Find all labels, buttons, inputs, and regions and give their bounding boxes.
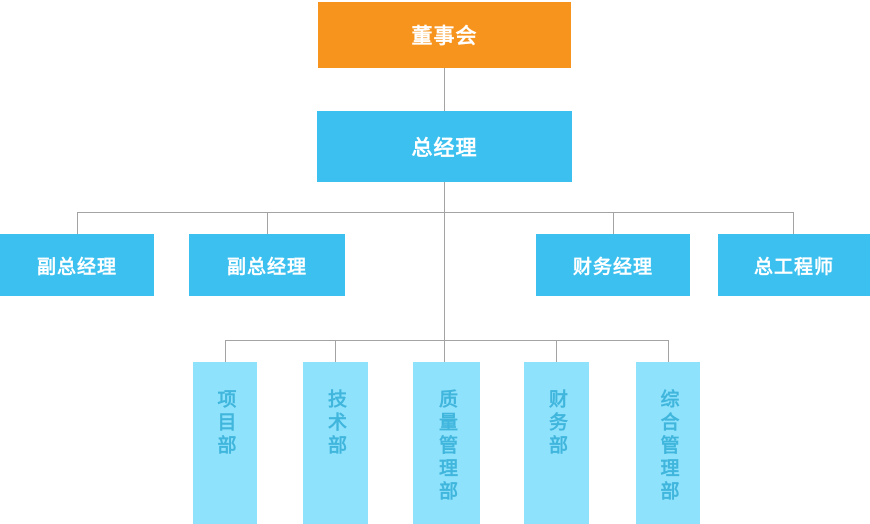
connector-drop-finance-manager <box>613 212 614 234</box>
org-node-chief-engineer: 总工程师 <box>718 234 870 296</box>
connector-managers-rail <box>77 212 794 213</box>
connector-drop-project-dept <box>225 340 226 362</box>
org-node-finance-dept-label: 财务部 <box>546 389 567 458</box>
org-node-general-manager: 总经理 <box>317 111 572 182</box>
org-node-general-admin-dept-label: 综合管理部 <box>657 389 679 504</box>
connector-drop-finance-dept <box>556 340 557 362</box>
org-node-technology-dept-label: 技术部 <box>325 389 346 458</box>
connector-departments-rail <box>225 340 668 341</box>
org-node-general-manager-label: 总经理 <box>411 136 478 160</box>
connector-drop-technology-dept <box>335 340 336 362</box>
connector-drop-chief-engineer <box>793 212 794 234</box>
org-node-quality-management-dept-label: 质量管理部 <box>436 389 457 504</box>
org-node-board: 董事会 <box>318 2 571 68</box>
connector-drop-general-admin-dept <box>668 340 669 362</box>
org-node-project-dept-label: 项目部 <box>214 389 236 458</box>
connector-gm-trunk <box>444 182 445 362</box>
org-node-deputy-gm-2: 副总经理 <box>189 234 345 296</box>
org-node-project-dept: 项目部 <box>193 362 257 524</box>
org-node-finance-dept: 财务部 <box>524 362 589 524</box>
org-node-finance-manager: 财务经理 <box>536 234 690 296</box>
org-node-board-label: 董事会 <box>411 25 478 48</box>
org-node-deputy-gm-1: 副总经理 <box>0 234 154 296</box>
org-node-general-admin-dept: 综合管理部 <box>636 362 700 524</box>
org-node-chief-engineer-label: 总工程师 <box>753 256 834 278</box>
org-node-finance-manager-label: 财务经理 <box>572 256 653 278</box>
org-node-deputy-gm-1-label: 副总经理 <box>36 256 117 278</box>
connector-board-gm <box>444 68 445 111</box>
org-node-quality-management-dept: 质量管理部 <box>413 362 480 524</box>
connector-drop-deputy-gm-2 <box>267 212 268 234</box>
org-node-technology-dept: 技术部 <box>303 362 368 524</box>
connector-drop-deputy-gm-1 <box>77 212 78 234</box>
org-node-deputy-gm-2-label: 副总经理 <box>226 256 307 278</box>
